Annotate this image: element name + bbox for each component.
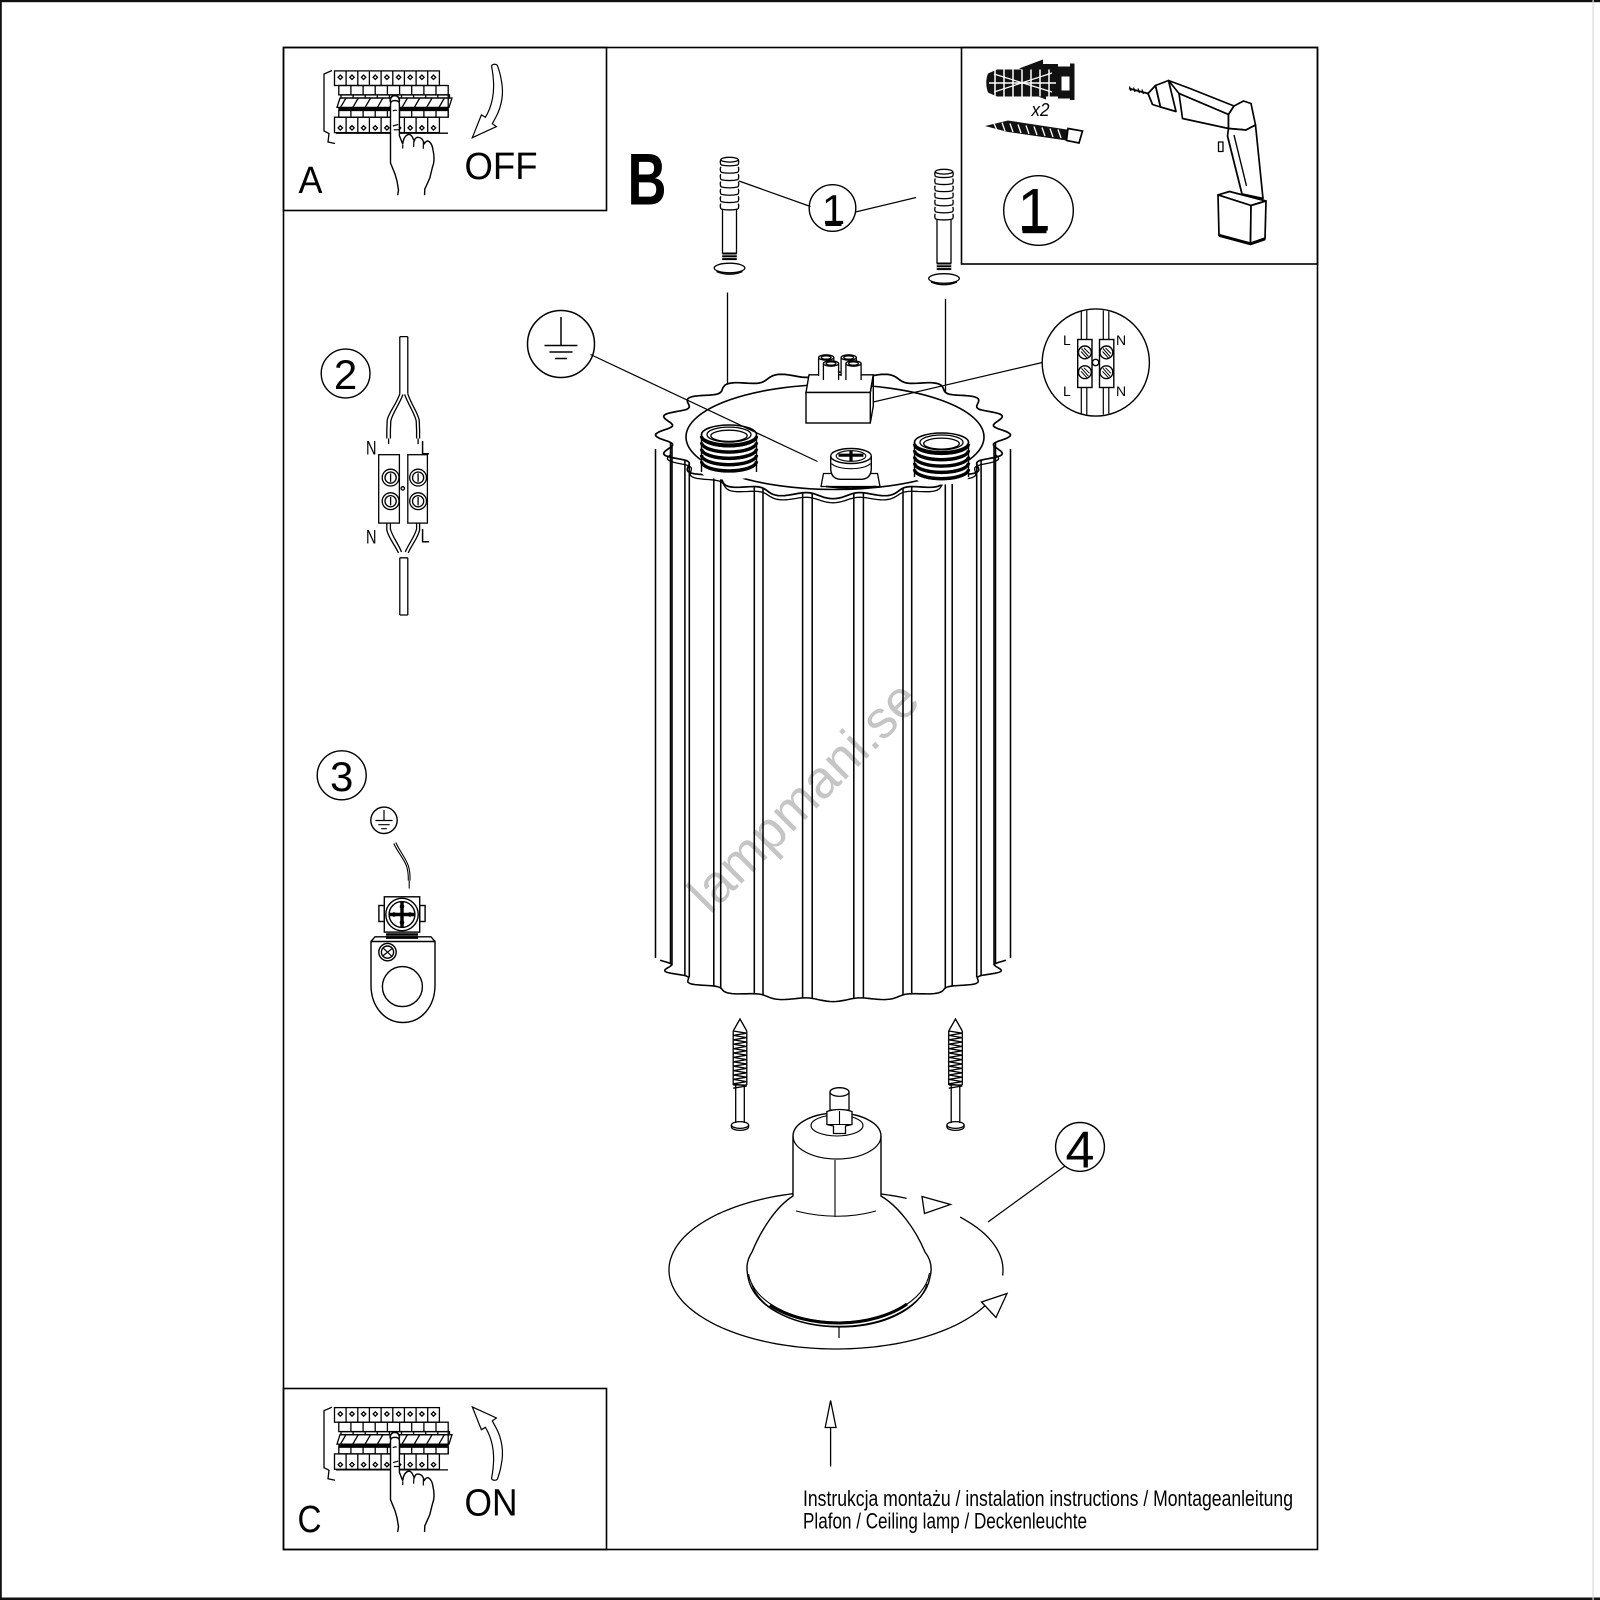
- svg-text:Plafon / Ceiling lamp / Decken: Plafon / Ceiling lamp / Deckenleuchte: [803, 1509, 1087, 1534]
- svg-text:N: N: [366, 439, 377, 460]
- svg-text:N: N: [1116, 332, 1126, 348]
- svg-text:1: 1: [822, 186, 845, 233]
- svg-text:x2: x2: [1031, 100, 1050, 120]
- svg-text:ON: ON: [465, 1482, 518, 1524]
- svg-text:N: N: [1116, 383, 1126, 399]
- svg-text:L: L: [1063, 383, 1071, 399]
- svg-text:B: B: [628, 140, 667, 221]
- svg-text:L: L: [1063, 332, 1071, 348]
- svg-text:1: 1: [1017, 177, 1050, 244]
- svg-text:A: A: [299, 160, 324, 202]
- svg-text:4: 4: [1066, 1122, 1095, 1180]
- svg-text:L: L: [421, 439, 430, 460]
- svg-text:2: 2: [334, 351, 357, 398]
- svg-text:N: N: [366, 528, 377, 549]
- svg-text:L: L: [421, 527, 430, 548]
- svg-text:3: 3: [330, 753, 353, 800]
- svg-text:C: C: [298, 1499, 322, 1541]
- svg-text:Instrukcja montażu / instalati: Instrukcja montażu / instalation instruc…: [803, 1486, 1293, 1511]
- svg-text:OFF: OFF: [465, 146, 538, 188]
